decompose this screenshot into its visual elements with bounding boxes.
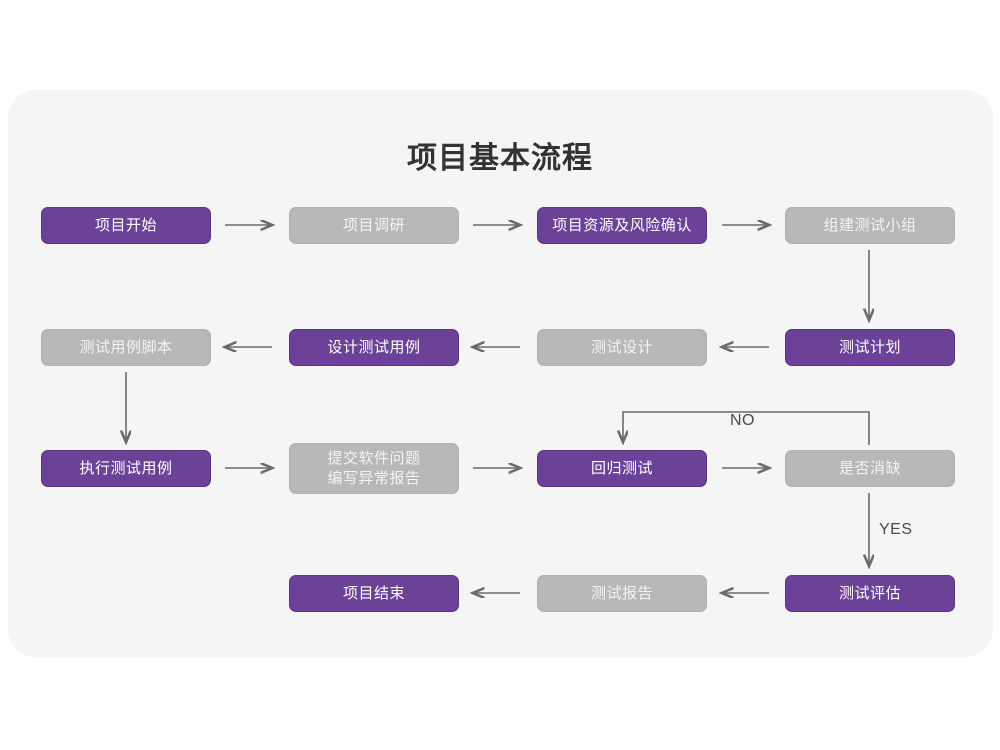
node-design-test-case[interactable]: 设计测试用例 bbox=[289, 329, 459, 366]
node-regression-test[interactable]: 回归测试 bbox=[537, 450, 707, 487]
node-execute-test-case[interactable]: 执行测试用例 bbox=[41, 450, 211, 487]
node-defect-cleared[interactable]: 是否消缺 bbox=[785, 450, 955, 487]
node-resource-risk-confirmation[interactable]: 项目资源及风险确认 bbox=[537, 207, 707, 244]
node-test-plan[interactable]: 测试计划 bbox=[785, 329, 955, 366]
node-test-case-script[interactable]: 测试用例脚本 bbox=[41, 329, 211, 366]
edge-label-yes: YES bbox=[879, 521, 913, 538]
flowchart-card bbox=[8, 90, 993, 657]
node-test-report[interactable]: 测试报告 bbox=[537, 575, 707, 612]
node-project-research[interactable]: 项目调研 bbox=[289, 207, 459, 244]
node-submit-issue-report[interactable]: 提交软件问题 编写异常报告 bbox=[289, 443, 459, 494]
node-project-start[interactable]: 项目开始 bbox=[41, 207, 211, 244]
node-build-test-team[interactable]: 组建测试小组 bbox=[785, 207, 955, 244]
page-title: 项目基本流程 bbox=[407, 142, 593, 175]
node-test-evaluation[interactable]: 测试评估 bbox=[785, 575, 955, 612]
node-test-design[interactable]: 测试设计 bbox=[537, 329, 707, 366]
edge-label-no: NO bbox=[730, 412, 755, 429]
node-project-end[interactable]: 项目结束 bbox=[289, 575, 459, 612]
